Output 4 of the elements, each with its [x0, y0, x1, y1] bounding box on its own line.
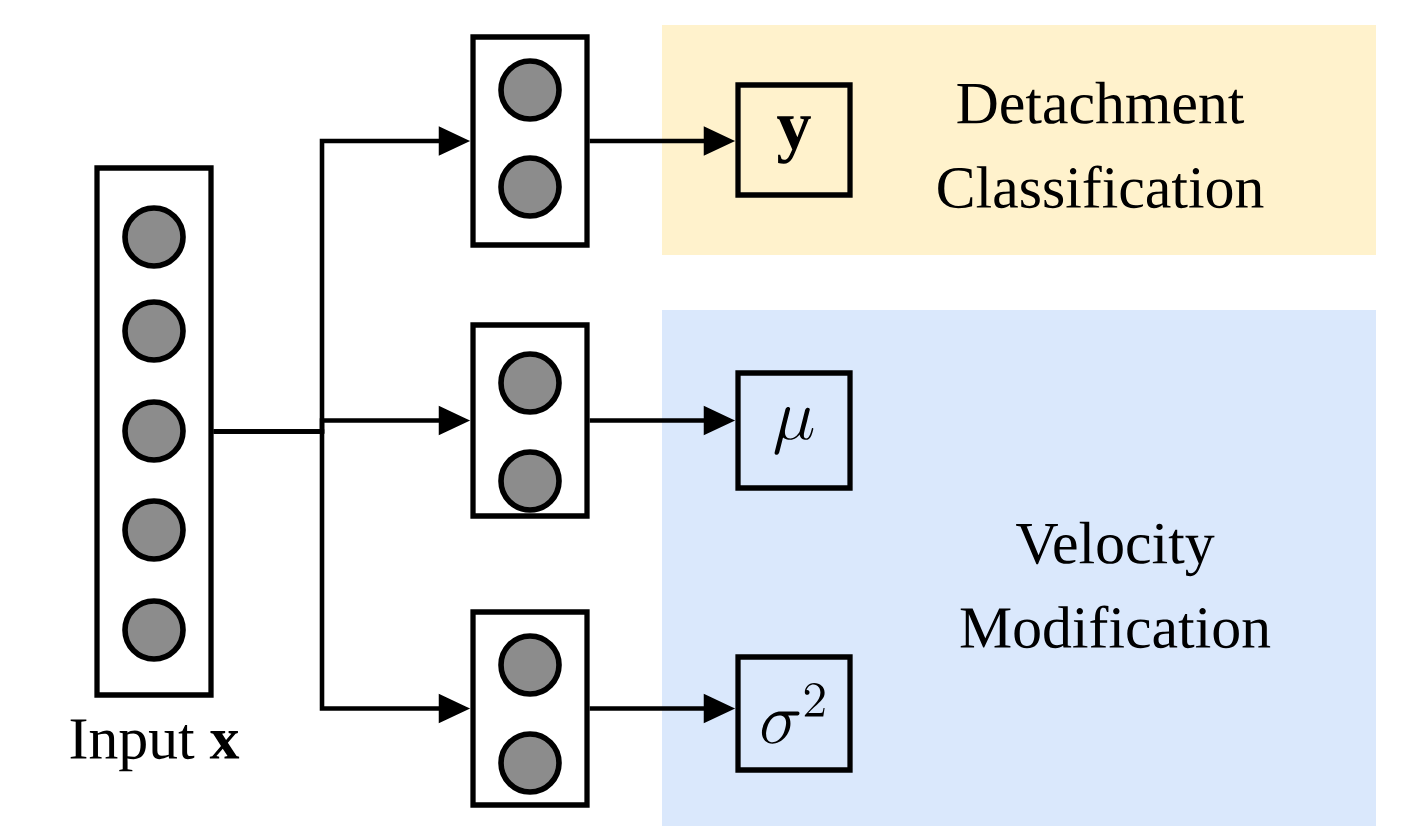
output-box: $\sigma^2$ — [735, 654, 853, 773]
output-box: $\mu$ — [735, 370, 853, 491]
output-box: $\mathbf{y}$ — [735, 82, 853, 198]
layer-box: Input x — [70, 165, 240, 772]
